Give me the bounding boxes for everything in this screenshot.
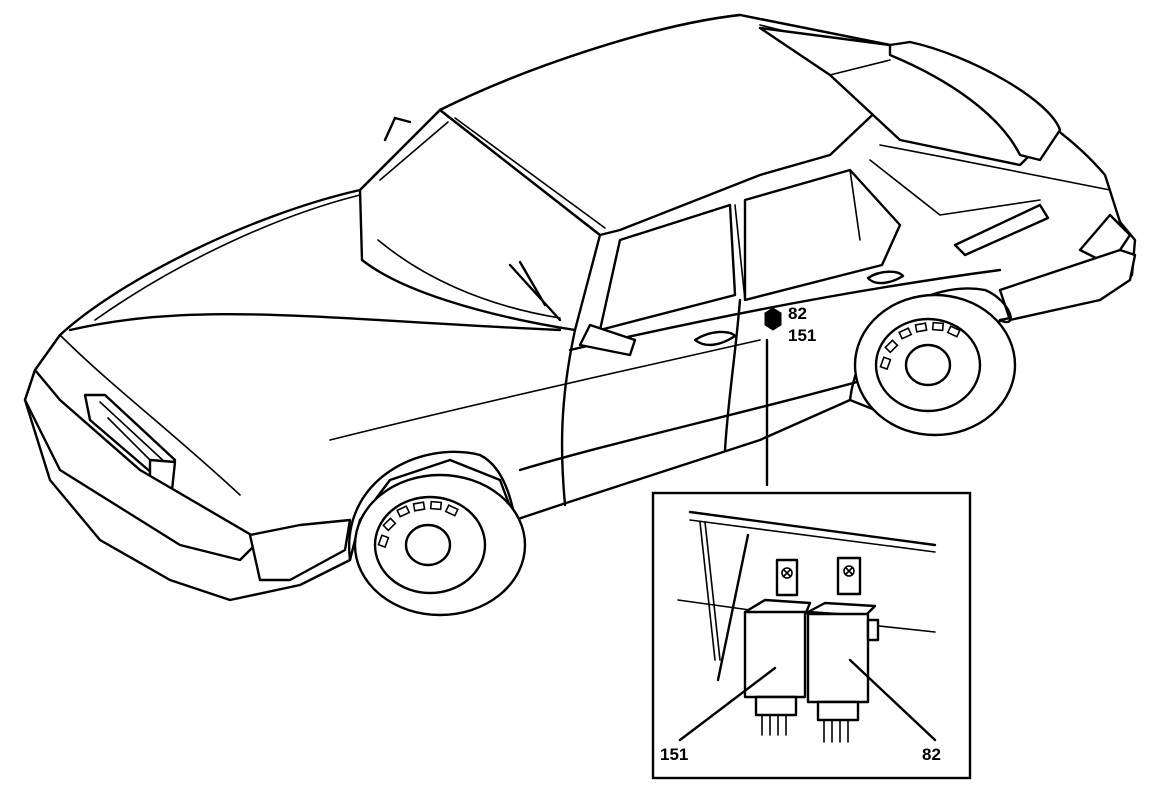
front-wheel: [353, 473, 527, 617]
car-body: [23, 13, 1137, 602]
marker-label-top: 82: [788, 304, 807, 323]
detail-label-151: 151: [660, 745, 689, 764]
detail-label-82: 82: [922, 745, 941, 764]
leader-82: [848, 658, 937, 742]
rear-wheel: [853, 293, 1017, 437]
hexagon-location-icon: [764, 307, 782, 331]
relay-82: [806, 556, 880, 743]
marker-label-bottom: 151: [788, 326, 817, 345]
leader-151: [678, 666, 777, 742]
relay-detail-inset: [651, 491, 972, 780]
